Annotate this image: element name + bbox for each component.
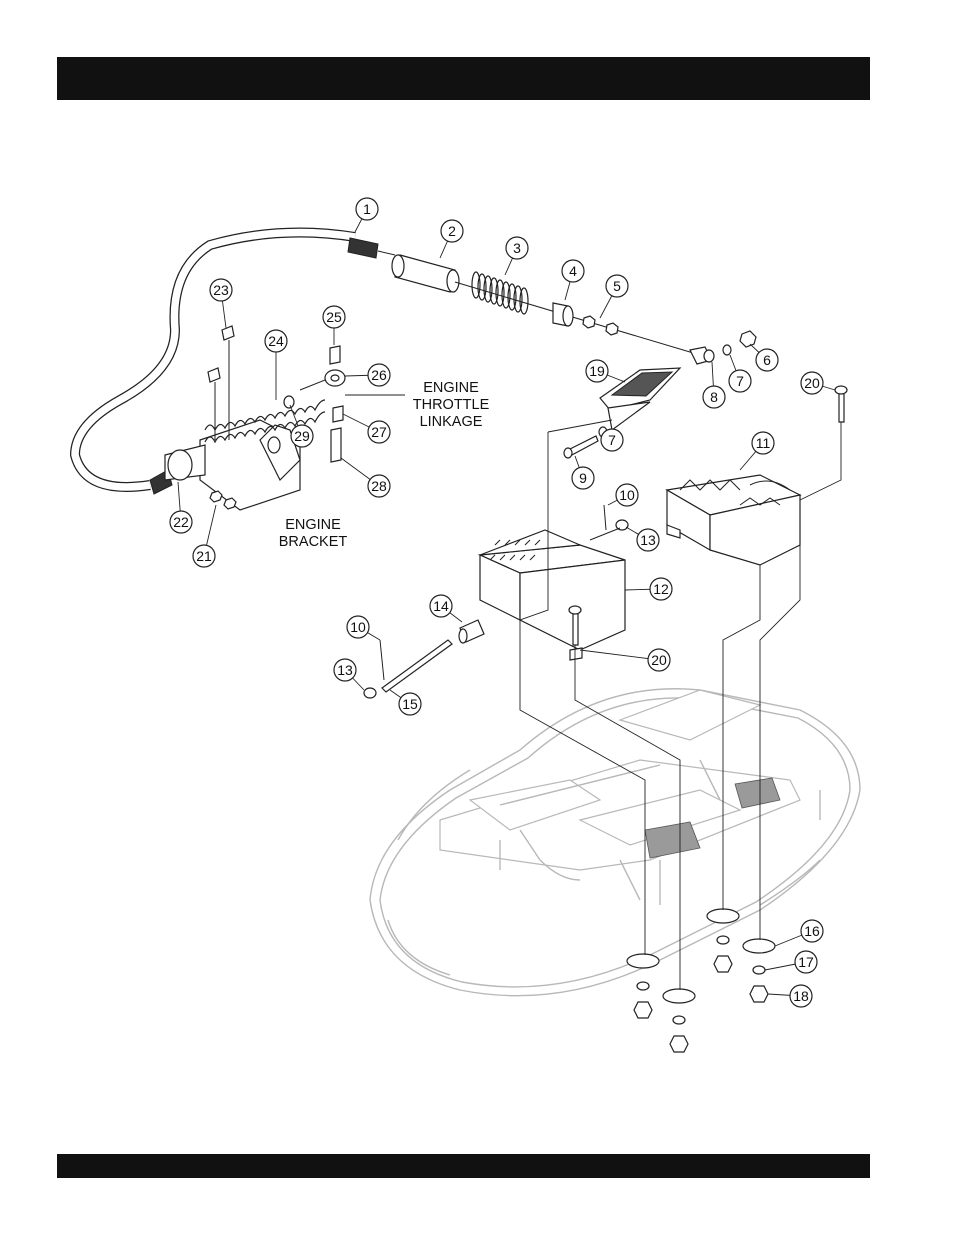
callout-number: 29 [294,428,310,444]
callout-20: 20 [580,649,670,671]
callout-number: 18 [793,988,809,1004]
callout-25: 25 [323,306,345,345]
callout-6: 6 [750,344,778,371]
callout-number: 25 [326,309,342,325]
callout-12: 12 [625,578,672,600]
svg-text:ENGINE: ENGINE [423,380,479,396]
callout-number: 10 [350,619,366,635]
trowel-frame [370,689,860,996]
sleeve-part [392,255,459,292]
callout-13: 13 [626,527,659,551]
callout-number: 22 [173,514,189,530]
svg-text:ENGINE: ENGINE [285,517,341,533]
engine-throttle-linkage-label: ENGINE THROTTLE LINKAGE [413,380,490,430]
bumper-part [553,303,573,326]
callout-number: 14 [433,598,449,614]
callout-28: 28 [341,458,390,497]
callout-number: 9 [579,470,587,486]
callout-15: 15 [390,690,421,715]
callout-number: 27 [371,424,387,440]
callout-number: 21 [196,548,212,564]
svg-text:LINKAGE: LINKAGE [420,414,483,430]
callout-11: 11 [740,432,774,470]
callout-9: 9 [572,456,594,489]
callout-number: 13 [640,532,656,548]
clevis-part [690,331,756,364]
callout-21: 21 [193,505,216,567]
callout-number: 12 [653,581,669,597]
callout-7: 7 [601,429,623,451]
callout-number: 16 [804,923,820,939]
callout-number: 28 [371,478,387,494]
callout-number: 23 [213,282,229,298]
callout-number: 20 [804,375,820,391]
callout-number: 5 [613,278,621,294]
callout-18: 18 [768,985,812,1007]
callout-24: 24 [265,330,287,400]
callout-number: 24 [268,333,284,349]
callout-number: 7 [736,373,744,389]
callout-22: 22 [170,482,192,533]
mounting-hardware [627,909,775,1052]
callout-number: 13 [337,662,353,678]
callout-5: 5 [600,275,628,318]
callout-number: 3 [513,240,521,256]
pedal-housing-part-11 [667,475,800,565]
callout-number: 15 [402,696,418,712]
engine-bracket-label: ENGINE BRACKET [279,517,348,550]
callout-23: 23 [210,279,232,328]
callout-16: 16 [775,920,823,946]
callout-4: 4 [562,260,584,300]
callout-number: 11 [756,435,771,451]
callout-number: 2 [448,223,456,239]
callout-number: 17 [798,954,814,970]
callout-13: 13 [334,659,364,690]
svg-text:THROTTLE: THROTTLE [413,397,490,413]
footer-bar [57,1154,870,1178]
callout-number: 20 [651,652,667,668]
leader-line [580,650,659,660]
callout-number: 26 [371,367,387,383]
callout-26: 26 [345,364,390,386]
callout-number: 1 [363,201,371,217]
callout-8: 8 [703,362,725,408]
callout-number: 4 [569,263,577,279]
spring-part [472,272,528,314]
callout-3: 3 [505,237,528,275]
callout-17: 17 [765,951,817,973]
bolt-part-9 [564,427,607,458]
callout-10: 10 [347,616,380,640]
svg-text:BRACKET: BRACKET [279,534,348,550]
callout-number: 8 [710,389,718,405]
callout-10: 10 [608,484,638,506]
callout-number: 7 [608,432,616,448]
callout-number: 6 [763,352,771,368]
callout-27: 27 [343,414,390,443]
callout-2: 2 [440,220,463,258]
callout-number: 19 [589,363,605,379]
callout-1: 1 [355,198,378,232]
callout-number: 10 [619,487,635,503]
callout-7: 7 [729,355,751,392]
callout-14: 14 [430,595,462,622]
pedal-housing-part [480,530,625,660]
callout-19: 19 [586,360,625,382]
callout-20: 20 [801,372,835,394]
